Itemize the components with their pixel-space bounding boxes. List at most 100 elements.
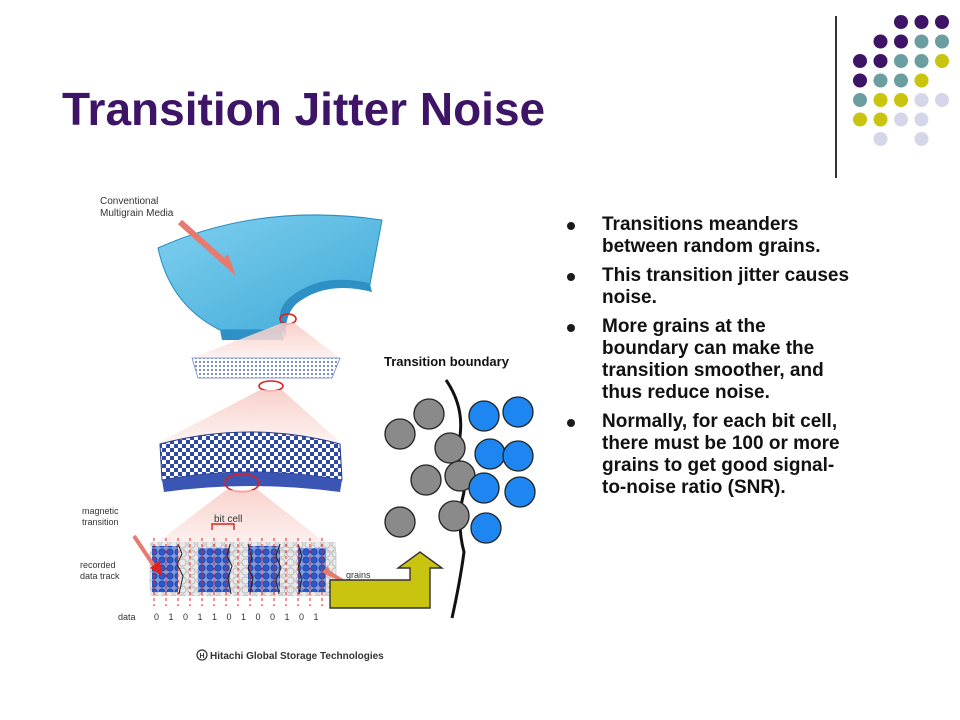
data-bit: 1 — [169, 612, 174, 622]
decor-dot — [914, 73, 929, 88]
decor-dot — [935, 54, 949, 68]
decor-dot — [873, 54, 888, 68]
decor-dot — [894, 34, 908, 49]
media-disc-rim — [280, 280, 372, 338]
blue-grain — [468, 400, 500, 432]
bullet-dot-icon — [567, 324, 575, 332]
bullet-item: This transition jitter causes noise. — [566, 265, 856, 309]
multigrain-media-figure: Conventional Multigrain Media magnetic t… — [80, 196, 384, 662]
data-bit: 1 — [212, 612, 217, 622]
grain-boundary-diagram — [384, 379, 536, 619]
bullet-dot-icon — [567, 273, 575, 281]
magnetic-label-2: transition — [82, 517, 119, 527]
blue-grain — [470, 512, 502, 544]
grains-label: grains — [346, 570, 371, 580]
bullet-item: Normally, for each bit cell, there must … — [566, 411, 856, 499]
media-pointer-arrow — [220, 254, 236, 276]
credit: H Hitachi Global Storage Technologies — [196, 649, 384, 662]
zoom-cone-3 — [150, 490, 332, 548]
magnetic-label-1: magnetic — [82, 506, 119, 516]
media-label-1: Conventional — [100, 196, 158, 207]
data-bit: 0 — [183, 612, 188, 622]
decor-dot — [935, 34, 949, 49]
svg-text:H: H — [200, 653, 205, 660]
gray-grain — [410, 464, 442, 496]
blue-grains — [468, 396, 536, 544]
credit-text: Hitachi Global Storage Technologies — [210, 651, 384, 662]
bullet-text: Transitions meanders between random grai… — [602, 214, 821, 257]
fine-media-strip — [191, 357, 341, 379]
slide-title: Transition Jitter Noise — [62, 83, 546, 135]
bullet-item: Transitions meanders between random grai… — [566, 214, 856, 258]
decor-dot — [935, 93, 949, 107]
decor-dot — [894, 15, 908, 29]
decor-dot — [914, 112, 929, 127]
data-bit: 0 — [256, 612, 261, 622]
bullet-dot-icon — [567, 222, 575, 230]
decor-dot — [873, 132, 888, 146]
grains-arrow — [322, 566, 332, 578]
media-label-2: Multigrain Media — [100, 208, 174, 219]
bullet-item: More grains at the boundary can make the… — [566, 316, 856, 404]
gray-grain — [384, 418, 416, 450]
decor-dot — [873, 112, 888, 127]
decor-dot — [894, 54, 908, 68]
bit-cell-guides — [153, 538, 323, 606]
data-bit: 0 — [299, 612, 304, 622]
recorded-label-2: data track — [80, 571, 120, 581]
zoom-marker-2 — [258, 380, 284, 392]
data-bit: 0 — [154, 612, 159, 622]
transition-boundary-label: Transition boundary — [384, 354, 509, 369]
bullet-text: More grains at the boundary can make the… — [602, 316, 824, 403]
bullet-dot-icon — [567, 419, 575, 427]
bit-cell-label: bit cell — [214, 514, 242, 525]
data-bit: 1 — [314, 612, 319, 622]
magnetic-transition-arrow — [150, 560, 162, 576]
gray-grain — [384, 506, 416, 538]
decor-dot — [894, 73, 908, 88]
decor-dot — [914, 34, 929, 49]
decor-dot — [853, 112, 867, 127]
bullet-text: This transition jitter causes noise. — [602, 265, 850, 308]
decor-dot — [873, 93, 888, 107]
data-bit: 0 — [227, 612, 232, 622]
decor-vertical-line — [835, 16, 837, 178]
decor-dot — [853, 54, 867, 68]
data-label: data — [118, 612, 136, 622]
zoom-cone-1 — [192, 323, 340, 358]
decor-dot — [914, 15, 929, 29]
decor-dot — [914, 93, 929, 107]
blue-grain — [502, 396, 534, 428]
data-bit: 0 — [270, 612, 275, 622]
decor-dot — [914, 132, 929, 146]
gray-grain — [413, 398, 445, 430]
zoom-cone-2 — [160, 390, 340, 442]
gray-grains — [384, 398, 476, 538]
decor-dot — [873, 73, 888, 88]
decor-dot — [873, 34, 888, 49]
bit-cell-bracket — [211, 523, 235, 530]
blue-grain — [502, 440, 534, 472]
gray-grain — [434, 432, 466, 464]
bullet-list: Transitions meanders between random grai… — [566, 214, 856, 506]
decor-dot — [914, 54, 929, 68]
decor-dot — [853, 73, 867, 88]
data-bit: 1 — [241, 612, 246, 622]
decor-dot — [894, 93, 908, 107]
decor-dot — [894, 112, 908, 127]
up-right-arrow-icon — [329, 551, 445, 609]
blue-grain — [468, 472, 500, 504]
data-bit: 1 — [285, 612, 290, 622]
recorded-label-1: recorded — [80, 560, 116, 570]
decor-dot-grid — [853, 15, 949, 146]
transition-boundary-line — [444, 379, 466, 619]
gray-grain — [438, 500, 470, 532]
blue-grain — [474, 438, 506, 470]
decor-dot — [853, 93, 867, 107]
data-bit: 1 — [198, 612, 203, 622]
decor-dot — [935, 15, 949, 29]
blue-grain — [504, 476, 536, 508]
bullet-text: Normally, for each bit cell, there must … — [602, 411, 840, 498]
transition-lines — [176, 543, 303, 595]
